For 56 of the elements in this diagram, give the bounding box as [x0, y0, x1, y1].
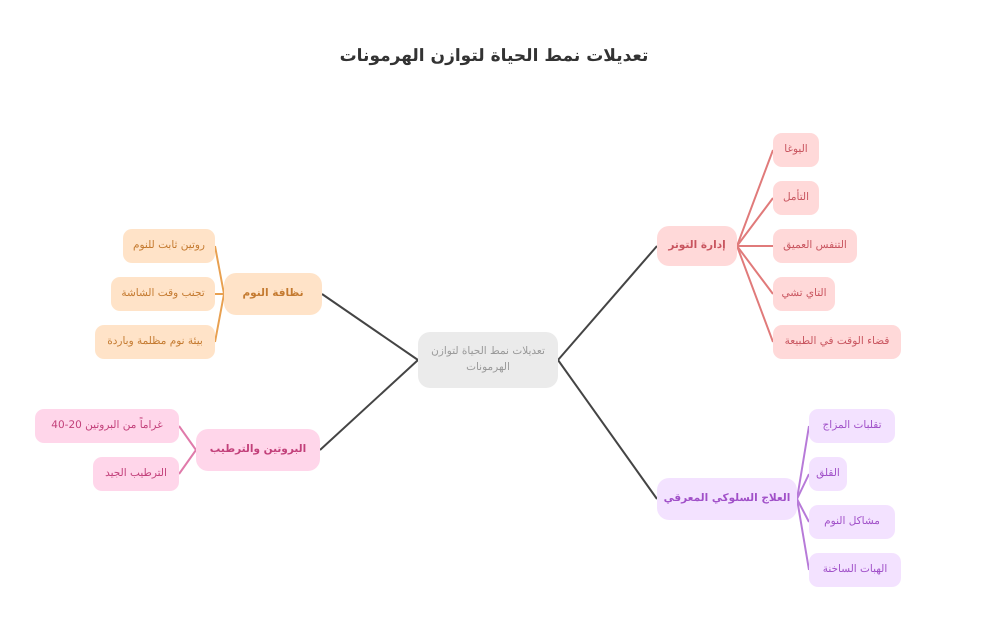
connector-line: [736, 246, 774, 342]
node-text: تقلبات المزاج: [822, 418, 882, 434]
node-text: بيئة نوم مظلمة وباردة: [107, 334, 203, 350]
subtopic-box: [773, 325, 901, 359]
topic-box: [657, 226, 737, 266]
node-text: القلق: [816, 466, 840, 482]
node-text: إدارة التوتر: [668, 238, 726, 254]
connector-line: [215, 293, 224, 295]
topic-box: [196, 429, 320, 471]
connector-line: [796, 498, 810, 570]
subtopic-box: [809, 505, 895, 539]
connector-line: [321, 293, 419, 361]
subtopic-box: [93, 457, 179, 491]
diagram-title: تعديلات نمط الحياة لتوازن الهرمونات: [338, 46, 650, 66]
topic-box: [657, 478, 797, 520]
node-text: البروتين والترطيب: [210, 442, 306, 458]
subtopic-box: [773, 181, 819, 215]
node-text: تجنب وقت الشاشة: [121, 286, 205, 302]
node-text: التاي تشي: [781, 286, 827, 302]
subtopic-box: [809, 553, 901, 587]
connector-line: [214, 294, 225, 342]
connector-line: [557, 245, 658, 361]
connector-line: [319, 359, 419, 451]
subtopic-box: [773, 277, 835, 311]
node-text: العلاج السلوكي المعرقي: [664, 491, 790, 506]
subtopic-box: [111, 277, 215, 311]
topic-box: [224, 273, 322, 315]
connector-line: [736, 245, 774, 295]
subtopic-box: [809, 409, 895, 443]
node-text: التنفس العميق: [783, 238, 847, 254]
connector-line: [178, 449, 197, 475]
node-text: غراماً من البروتين 20-40: [51, 418, 163, 434]
connector-line: [557, 359, 658, 500]
connector-line: [736, 197, 774, 247]
node-text: روتين ثابت للنوم: [132, 238, 206, 254]
node-text: التأمل: [782, 190, 810, 206]
connector-line: [737, 245, 773, 247]
node-text: الهبات الساخنة: [822, 562, 888, 578]
subtopic-box: [773, 133, 819, 167]
node-text: قضاء الوقت في الطبيعة: [784, 334, 890, 350]
node-text: تعديلات نمط الحياة لتوازن الهرمونات: [430, 344, 546, 375]
subtopic-box: [35, 409, 179, 443]
subtopic-box: [123, 229, 215, 263]
topic-box: [418, 332, 558, 388]
connector-line: [796, 498, 810, 522]
node-text: مشاكل النوم: [824, 514, 880, 530]
node-text: اليوغا: [784, 142, 808, 158]
connector-line: [178, 425, 197, 451]
connector-line: [796, 474, 810, 500]
subtopic-box: [773, 229, 857, 263]
node-text: الترطيب الجيد: [105, 466, 167, 482]
connector-line: [214, 246, 225, 294]
subtopic-box: [809, 457, 847, 491]
node-text: نظافة النوم: [242, 286, 304, 302]
subtopic-box: [95, 325, 215, 359]
connector-line: [736, 150, 774, 246]
